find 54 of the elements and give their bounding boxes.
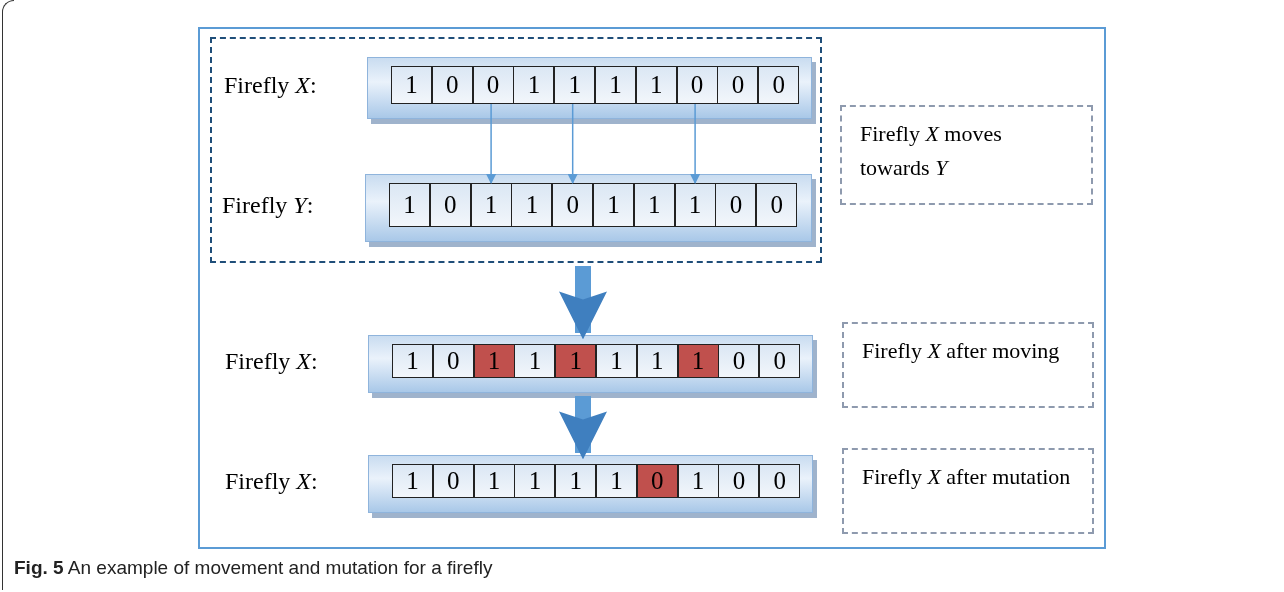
- bit-cell: 0: [758, 66, 800, 104]
- row-label: Firefly X:: [225, 468, 318, 495]
- bit-cell: 0: [552, 183, 594, 227]
- bit-cell: 0: [636, 464, 678, 498]
- bit-cell: 1: [392, 344, 433, 378]
- bit-cell: 0: [717, 66, 759, 104]
- row-label: Firefly X:: [225, 348, 318, 375]
- bit-cell: 1: [470, 183, 512, 227]
- bit-cell: 1: [677, 464, 719, 498]
- note-box: Firefly X after moving: [842, 322, 1094, 408]
- bit-cell: 0: [759, 464, 801, 498]
- bit-cell: 1: [636, 344, 678, 378]
- arrow: [486, 103, 497, 184]
- bit-cell: 0: [759, 344, 801, 378]
- bit-cell: 0: [718, 344, 760, 378]
- bit-cell: 0: [756, 183, 798, 227]
- bit-cell: 1: [554, 66, 596, 104]
- bit-cell: 1: [674, 183, 716, 227]
- bit-cell: 1: [514, 464, 556, 498]
- bit-cell: 0: [429, 183, 471, 227]
- bit-cell: 1: [677, 344, 719, 378]
- block-arrow: [559, 266, 607, 340]
- arrow: [690, 103, 701, 184]
- bit-cell: 1: [596, 464, 637, 498]
- bit-cell: 0: [718, 464, 760, 498]
- note-box: Firefly X after mutation: [842, 448, 1094, 534]
- arrow: [567, 103, 578, 184]
- bit-cell: 1: [392, 464, 433, 498]
- bit-cell: 1: [595, 66, 636, 104]
- bit-cell: 1: [593, 183, 634, 227]
- bit-cell: 1: [513, 66, 555, 104]
- bit-cell: 1: [633, 183, 675, 227]
- bit-cell: 1: [391, 66, 432, 104]
- dashed-group-box: [210, 37, 822, 263]
- bit-cell: 0: [715, 183, 757, 227]
- bit-cell: 0: [432, 344, 474, 378]
- bit-cell: 1: [389, 183, 430, 227]
- block-arrow: [559, 396, 607, 460]
- bit-cell: 1: [473, 344, 515, 378]
- bit-cell: 0: [472, 66, 514, 104]
- bit-cell: 0: [676, 66, 718, 104]
- figure-caption: Fig. 5 An example of movement and mutation for a firefly: [14, 557, 493, 579]
- note-box: Firefly X moves towards Y: [840, 105, 1093, 205]
- bit-cell: 0: [432, 464, 474, 498]
- bit-cell: 1: [555, 344, 597, 378]
- bit-cell: 1: [514, 344, 556, 378]
- bit-cell: 1: [635, 66, 677, 104]
- bit-cell: 1: [473, 464, 515, 498]
- row-label: Firefly X:: [224, 72, 317, 99]
- bit-cell: 0: [431, 66, 473, 104]
- row-label: Firefly Y:: [222, 192, 314, 219]
- bit-cell: 1: [511, 183, 553, 227]
- bit-cell: 1: [596, 344, 637, 378]
- bit-cell: 1: [555, 464, 597, 498]
